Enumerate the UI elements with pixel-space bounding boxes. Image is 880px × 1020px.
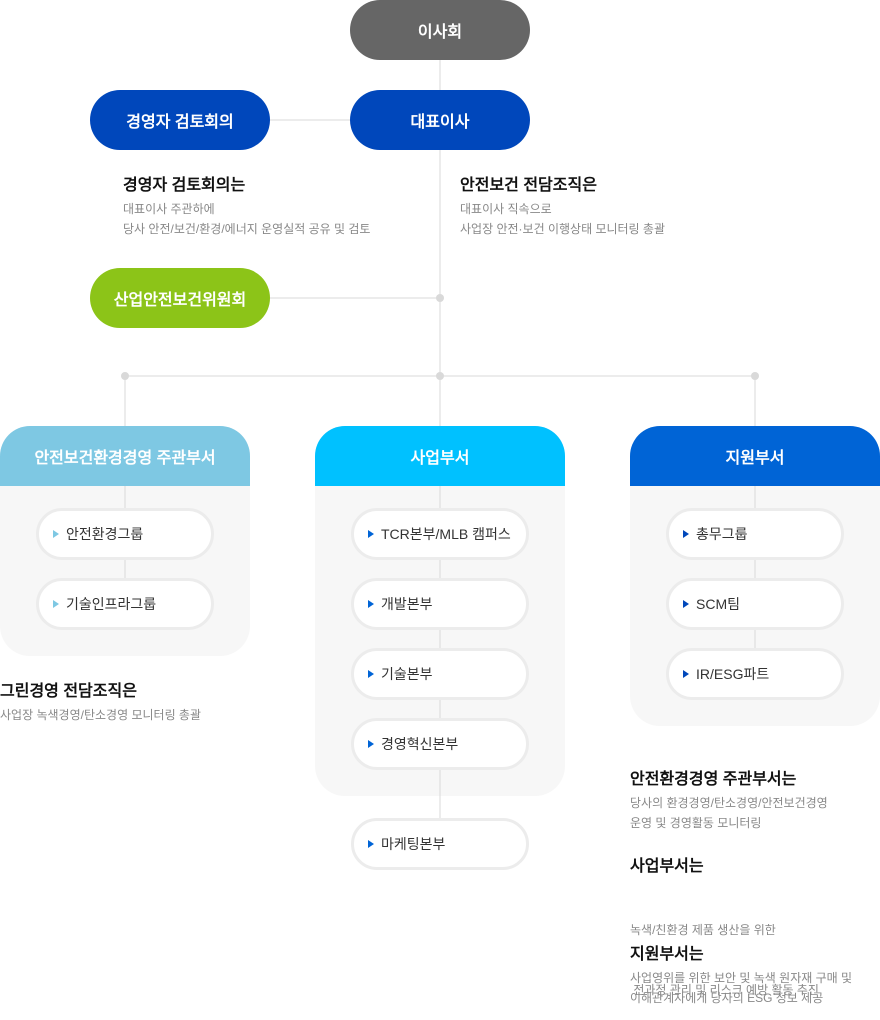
- note-line: 이해관계자에게 당사의 ESG 정보 제공: [630, 991, 824, 1005]
- biz-dept-item[interactable]: 경영혁신본부: [351, 718, 529, 770]
- green-desc-line: 사업장 녹색경영/탄소경영 모니터링 총괄: [0, 708, 202, 722]
- env-dept-item[interactable]: 기술인프라그룹: [36, 578, 214, 630]
- item-label: TCR본부/MLB 캠퍼스: [381, 526, 511, 542]
- green-desc-text: 사업장 녹색경영/탄소경영 모니터링 총괄: [0, 705, 201, 725]
- note-title: 사업부서는: [630, 858, 704, 875]
- review-meeting-node: 경영자 검토회의: [90, 90, 270, 150]
- note-line: 당사의 환경경영/탄소경영/안전보건경영: [630, 796, 828, 810]
- safety-desc-title: 안전보건 전담조직은: [460, 177, 597, 194]
- item-label: IR/ESG파트: [696, 666, 770, 682]
- note-title: 지원부서는: [630, 946, 704, 963]
- review-desc-text: 대표이사 주관하에 당사 안전/보건/환경/에너지 운영실적 공유 및 검토: [123, 199, 370, 239]
- note-line: 사업영위를 위한 보안 및 녹색 원자재 구매 및: [630, 971, 853, 985]
- support-dept-title: 지원부서: [725, 450, 785, 467]
- triangle-icon: [683, 670, 689, 678]
- env-dept-title: 안전보건환경경영 주관부서: [34, 450, 216, 467]
- board-node: 이사회: [350, 0, 530, 60]
- item-label: SCM팀: [696, 596, 740, 612]
- ceo-label: 대표이사: [410, 114, 470, 131]
- review-desc-line: 대표이사 주관하에: [123, 202, 215, 216]
- item-label: 경영혁신본부: [381, 736, 459, 752]
- biz-dept-item[interactable]: 기술본부: [351, 648, 529, 700]
- ceo-node: 대표이사: [350, 90, 530, 150]
- triangle-icon: [53, 600, 59, 608]
- support-dept-header: 지원부서: [630, 426, 880, 486]
- support-dept-item[interactable]: SCM팀: [666, 578, 844, 630]
- note-text: 사업영위를 위한 보안 및 녹색 원자재 구매 및 이해관계자에게 당사의 ES…: [630, 968, 852, 1008]
- biz-dept-title: 사업부서: [410, 450, 470, 467]
- note-line: 녹색/친환경 제품 생산을 위한: [630, 923, 776, 937]
- triangle-icon: [368, 840, 374, 848]
- triangle-icon: [368, 740, 374, 748]
- biz-dept-item[interactable]: 개발본부: [351, 578, 529, 630]
- marketing-item[interactable]: 마케팅본부: [351, 818, 529, 870]
- board-label: 이사회: [417, 24, 463, 41]
- safety-desc-text: 대표이사 직속으로 사업장 안전·보건 이행상태 모니터링 총괄: [460, 199, 665, 239]
- safety-desc-line: 사업장 안전·보건 이행상태 모니터링 총괄: [460, 222, 666, 236]
- biz-dept-header: 사업부서: [315, 426, 565, 486]
- triangle-icon: [368, 670, 374, 678]
- env-dept-panel: 안전보건환경경영 주관부서 안전환경그룹 기술인프라그룹: [0, 426, 250, 656]
- note-line: 전과정 관리 및 리스크 예방 활동 추진: [630, 983, 819, 997]
- review-desc-line: 당사 안전/보건/환경/에너지 운영실적 공유 및 검토: [123, 222, 371, 236]
- triangle-icon: [683, 530, 689, 538]
- committee-label: 산업안전보건위원회: [113, 292, 247, 309]
- triangle-icon: [368, 600, 374, 608]
- safety-desc-line: 대표이사 직속으로: [460, 202, 552, 216]
- support-dept-panel: 지원부서 총무그룹 SCM팀 IR/ESG파트: [630, 426, 880, 726]
- item-label: 기술인프라그룹: [66, 596, 157, 612]
- item-label: 총무그룹: [696, 526, 748, 542]
- triangle-icon: [683, 600, 689, 608]
- triangle-icon: [53, 530, 59, 538]
- item-label: 기술본부: [381, 666, 433, 682]
- note-line: 운영 및 경영활동 모니터링: [630, 816, 762, 830]
- support-dept-item[interactable]: 총무그룹: [666, 508, 844, 560]
- env-dept-header: 안전보건환경경영 주관부서: [0, 426, 250, 486]
- note-text: 녹색/친환경 제품 생산을 위한 전과정 관리 및 리스크 예방 활동 추진: [630, 880, 819, 1020]
- review-desc-title: 경영자 검토회의는: [123, 177, 246, 194]
- note-title: 안전환경경영 주관부서는: [630, 771, 797, 788]
- review-meeting-label: 경영자 검토회의: [126, 114, 234, 131]
- biz-dept-panel: 사업부서 TCR본부/MLB 캠퍼스 개발본부 기술본부 경영혁신본부: [315, 426, 565, 796]
- env-dept-item[interactable]: 안전환경그룹: [36, 508, 214, 560]
- item-label: 마케팅본부: [381, 836, 446, 852]
- triangle-icon: [368, 530, 374, 538]
- green-desc-title: 그린경영 전담조직은: [0, 683, 137, 700]
- support-dept-item[interactable]: IR/ESG파트: [666, 648, 844, 700]
- item-label: 안전환경그룹: [66, 526, 144, 542]
- note-text: 당사의 환경경영/탄소경영/안전보건경영 운영 및 경영활동 모니터링: [630, 793, 828, 833]
- committee-node: 산업안전보건위원회: [90, 268, 270, 328]
- biz-dept-item[interactable]: TCR본부/MLB 캠퍼스: [351, 508, 529, 560]
- item-label: 개발본부: [381, 596, 433, 612]
